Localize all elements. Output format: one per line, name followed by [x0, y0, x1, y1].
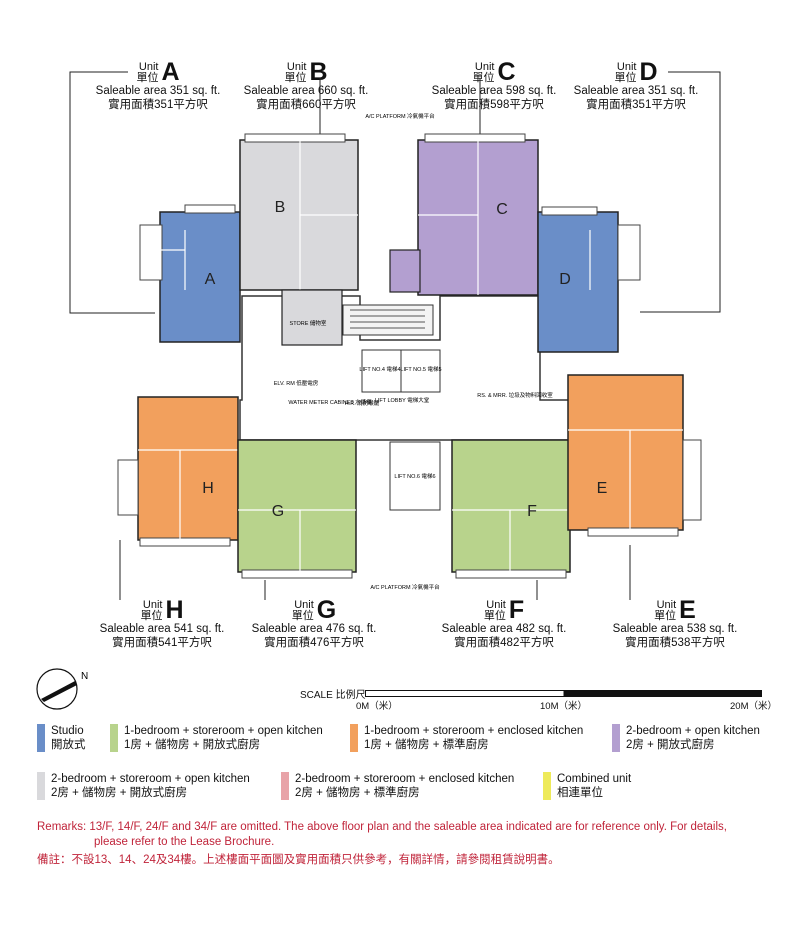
- svg-text:F: F: [527, 503, 537, 520]
- unit-h-plan: H: [117, 396, 239, 547]
- elv-rm-label: ELV. RM 低壓電房: [274, 379, 319, 387]
- water-meter-label: WATER METER CABINET 水錶櫃: [288, 398, 372, 406]
- legend-swatch: [350, 724, 358, 752]
- legend-swatch: [281, 772, 289, 800]
- scale-label: SCALE 比例尺: [300, 690, 366, 701]
- svg-text:E: E: [597, 480, 608, 497]
- svg-text:C: C: [496, 201, 508, 218]
- unit-a-plan: A: [139, 204, 241, 343]
- scale-tick-10: 10M（米）: [540, 701, 587, 712]
- scale-tick-0: 0M（米）: [356, 701, 398, 712]
- lift-core: [342, 304, 441, 511]
- unit-g-plan: G: [237, 439, 357, 579]
- legend-swatch: [37, 724, 45, 752]
- unit-f-plan: F: [451, 439, 571, 579]
- rs-mrr-label: RS. & MRR. 垃圾及物料回收室: [477, 391, 553, 399]
- svg-text:H: H: [202, 480, 214, 497]
- hr-label: H.R. 消防喉轆: [345, 399, 380, 407]
- scale-bar: [365, 690, 762, 697]
- legend-swatch: [37, 772, 45, 800]
- remarks-en-line1: Remarks: 13/F, 14/F, 24/F and 34/F are o…: [37, 821, 727, 833]
- unit-d-plan: D: [537, 206, 641, 353]
- lift-lobby-label: LIFT LOBBY 電梯大堂: [375, 396, 430, 404]
- unit-c-plan: C: [389, 133, 539, 296]
- legend-swatch: [543, 772, 551, 800]
- ac-platform-label-top: A/C PLATFORM 冷氣機平台: [365, 112, 435, 120]
- legend-1bed-enclosed: 1-bedroom + storeroom + enclosed kitchen…: [350, 724, 583, 752]
- legend-2bed-store-enclosed: 2-bedroom + storeroom + enclosed kitchen…: [281, 772, 514, 800]
- store-label-b: STORE 儲物室: [290, 319, 327, 327]
- north-arrow-icon: N: [36, 668, 88, 710]
- legend-swatch: [612, 724, 620, 752]
- svg-text:N: N: [81, 671, 88, 682]
- unit-e-plan: E: [567, 374, 702, 537]
- lift5-label: LIFT NO.5 電梯5: [400, 365, 441, 373]
- unit-a-letter: A: [205, 271, 216, 288]
- unit-b-plan: B: [239, 133, 359, 346]
- svg-text:G: G: [272, 503, 284, 520]
- floor-plan: A B C D H G: [69, 71, 721, 600]
- lift4-label: LIFT NO.4 電梯4: [359, 365, 400, 373]
- remarks-en-line2: please refer to the Lease Brochure.: [94, 836, 275, 848]
- ac-platform-label-bottom: A/C PLATFORM 冷氣機平台: [370, 583, 440, 591]
- svg-text:D: D: [559, 271, 571, 288]
- svg-text:B: B: [275, 199, 286, 216]
- lift6-label: LIFT NO.6 電梯6: [394, 472, 435, 480]
- remarks-zh: 備註：不設13、14、24及34樓。上述樓面平面圖及實用面積只供參考，有關詳情，…: [37, 854, 560, 866]
- legend-swatch: [110, 724, 118, 752]
- scale-tick-20: 20M（米）: [730, 701, 777, 712]
